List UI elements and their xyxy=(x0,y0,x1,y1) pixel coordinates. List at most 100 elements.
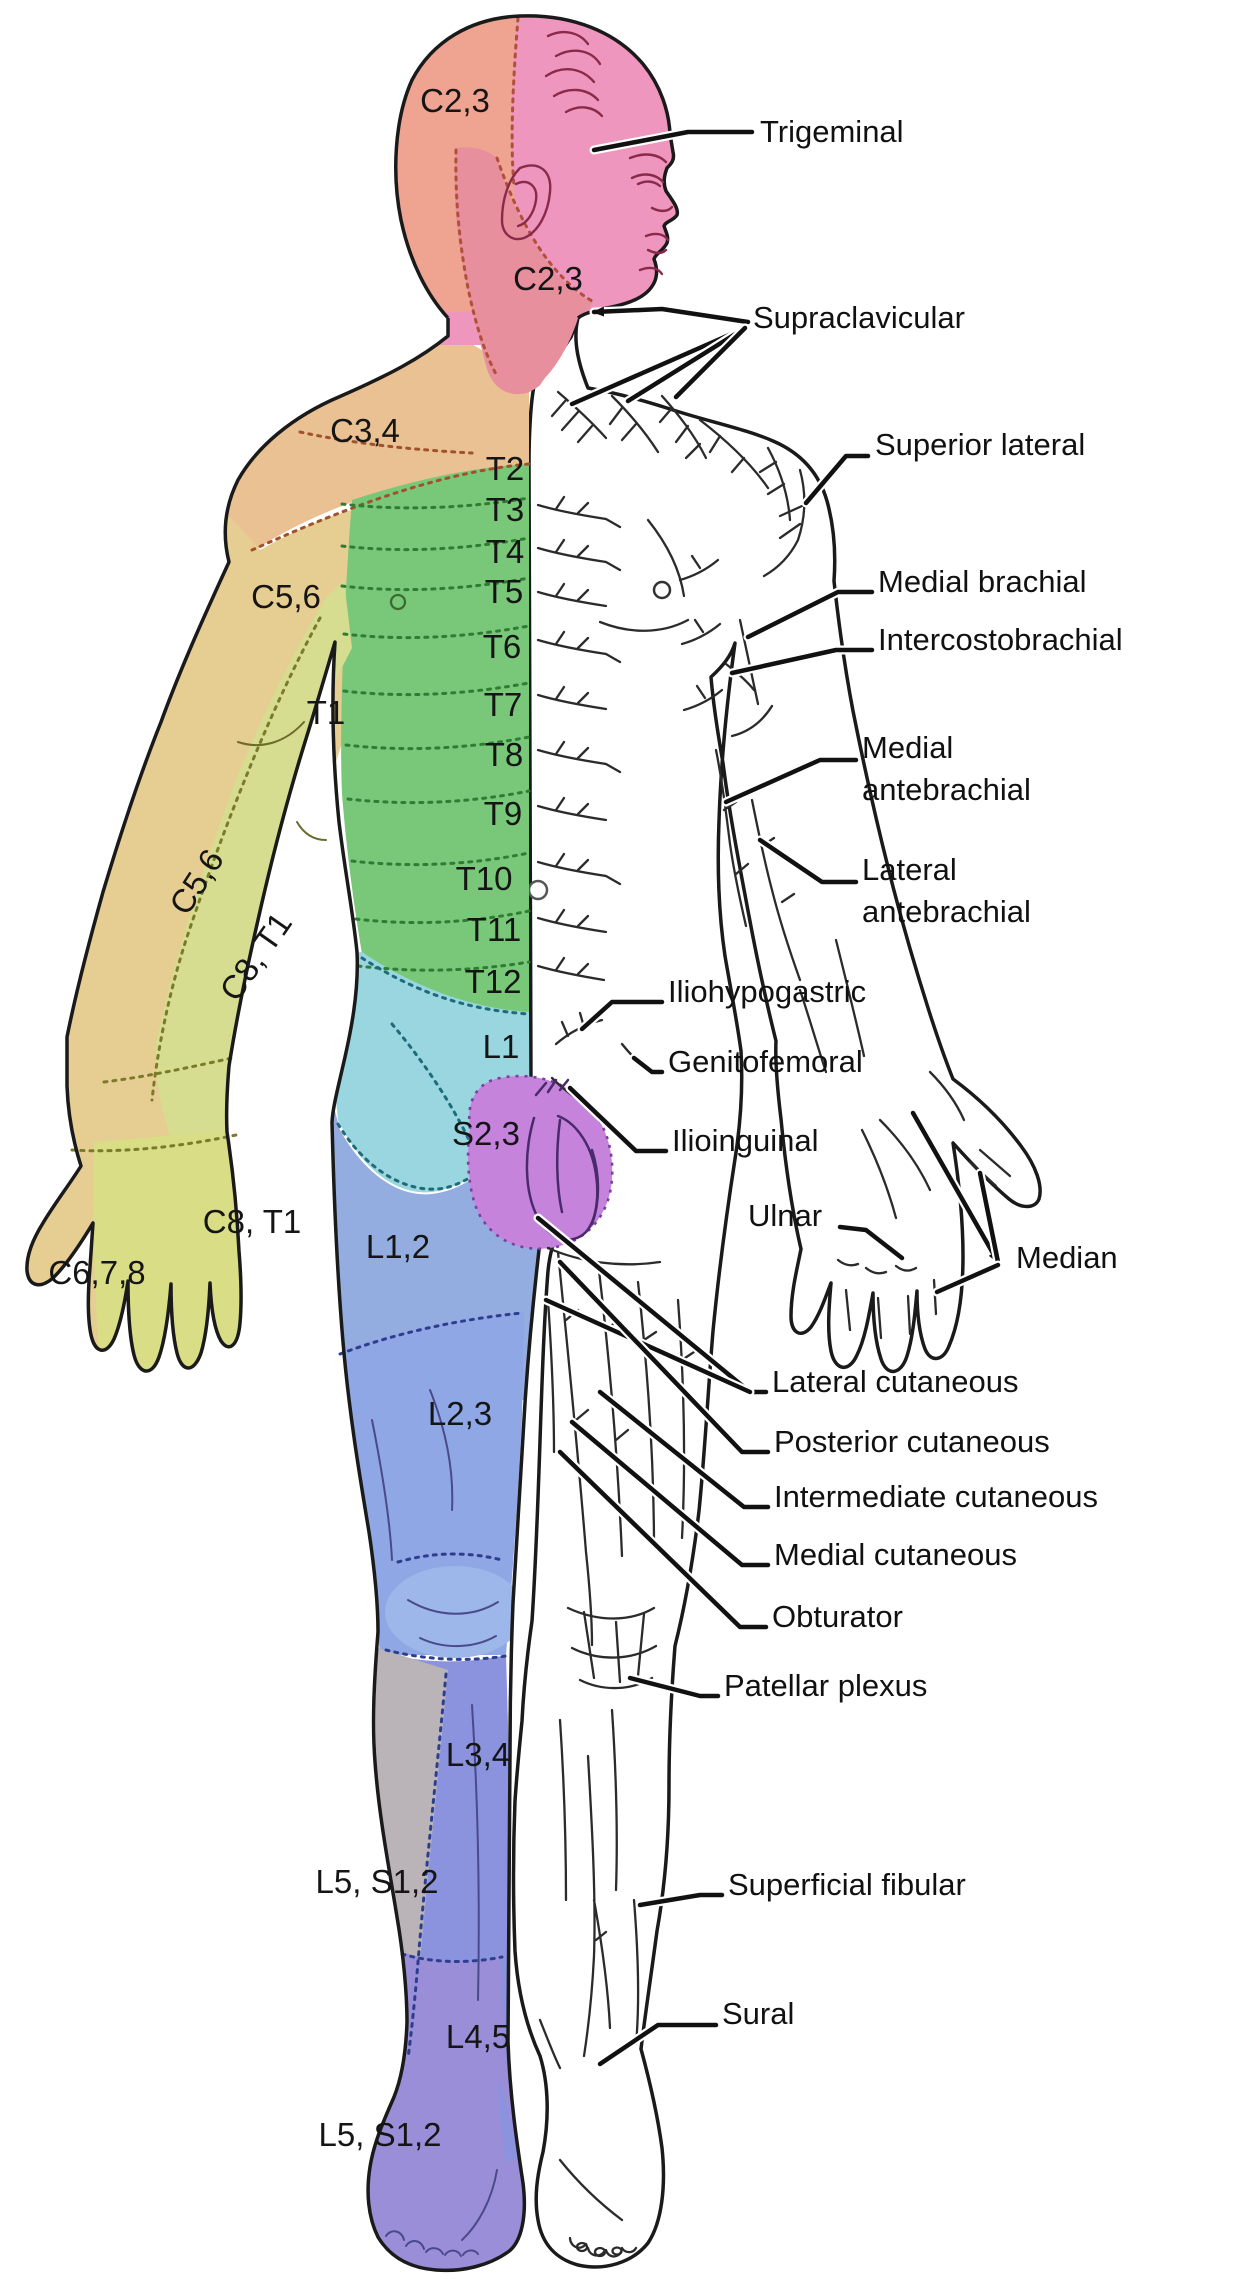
leader-lateral-antebrachial-0 xyxy=(757,837,859,885)
leader-supraclavicular-0 xyxy=(591,306,751,325)
nerve-label-posterior-cutaneous: Posterior cutaneous xyxy=(774,1424,1050,1459)
dermatome-label-t3: T3 xyxy=(486,491,525,528)
nose-line xyxy=(650,205,674,213)
body-right-half xyxy=(511,316,1042,2269)
eye-line xyxy=(630,173,665,188)
labels: C2,3C2,3C3,4C5,6T1T2T3T4T5T6T7T8T9T10T11… xyxy=(48,82,1122,2153)
leader-iliohypogastric-0 xyxy=(579,999,665,1032)
leader-genitofemoral-0 xyxy=(631,1055,665,1075)
nerve-label-sural: Sural xyxy=(722,1996,794,2031)
nerve-label-ulnar: Ulnar xyxy=(748,1198,822,1233)
leader-supraclavicular-2 xyxy=(625,325,748,404)
leader-ulnar-0 xyxy=(837,1224,905,1261)
mouth-line xyxy=(644,232,670,255)
dermatome-label-c56-shoulder: C5,6 xyxy=(251,578,321,615)
dermatome-label-l12: L1,2 xyxy=(366,1228,430,1265)
dermatome-label-t11: T11 xyxy=(467,911,521,948)
dermatome-label-t2: T2 xyxy=(486,450,525,487)
region-c8t1-strip xyxy=(155,580,352,1142)
nerve-label-medial-antebrachial-line2: antebrachial xyxy=(862,772,1031,807)
dermatome-label-t10: T10 xyxy=(456,860,513,897)
navel xyxy=(527,879,549,901)
leader-sural-0 xyxy=(597,2022,719,2067)
dermatome-label-c8t1-hand: C8, T1 xyxy=(203,1203,301,1240)
dermatome-label-t6: T6 xyxy=(483,628,522,665)
nerve-sketch-lines xyxy=(536,390,1012,2258)
dermatome-boundaries xyxy=(70,16,594,2060)
leader-lateral-cutaneous-1 xyxy=(543,1297,753,1395)
dermatome-label-l1: L1 xyxy=(483,1028,520,1065)
leader-obturator-0 xyxy=(557,1449,769,1630)
leader-superficial-fibular-0 xyxy=(637,1892,725,1908)
leader-patellar-plexus-0 xyxy=(627,1675,721,1699)
leader-median-0 xyxy=(910,1110,1001,1265)
leader-medial-cutaneous-0 xyxy=(569,1419,771,1568)
nerve-label-genitofemoral: Genitofemoral xyxy=(668,1044,863,1079)
leader-posterior-cutaneous-0 xyxy=(557,1259,771,1455)
dermatome-label-l5s12-calf: L5, S1,2 xyxy=(316,1863,439,1900)
leader-medial-brachial-0 xyxy=(745,589,875,640)
nerve-label-ilioinguinal: Ilioinguinal xyxy=(672,1123,819,1158)
leader-lines xyxy=(533,127,1003,2069)
nerve-label-lateral-cutaneous: Lateral cutaneous xyxy=(772,1364,1018,1399)
nerve-label-lateral-antebrachial: Lateral xyxy=(862,852,957,887)
nipple-right xyxy=(652,580,672,600)
nerve-label-lateral-antebrachial-line2: antebrachial xyxy=(862,894,1031,929)
dermatome-label-t7: T7 xyxy=(484,686,523,723)
eyebrow-line xyxy=(628,153,668,164)
nerve-label-intercostobrachial: Intercostobrachial xyxy=(878,622,1123,657)
leader-ilioinguinal-0 xyxy=(567,1085,669,1154)
nerve-label-medial-brachial: Medial brachial xyxy=(878,564,1087,599)
dermatome-label-l45: L4,5 xyxy=(446,2018,510,2055)
dermatome-label-l23: L2,3 xyxy=(428,1395,492,1432)
nerve-label-intermediate-cutaneous: Intermediate cutaneous xyxy=(774,1479,1098,1514)
leader-supraclavicular-1 xyxy=(569,325,748,407)
leader-median-2 xyxy=(934,1262,1001,1295)
leader-trigeminal-0 xyxy=(591,129,755,153)
dermatome-label-t1: T1 xyxy=(307,694,346,731)
leader-supraclavicular-3 xyxy=(673,325,748,400)
region-knee xyxy=(385,1566,525,1658)
body-left-outline xyxy=(25,14,680,2273)
region-chest-green xyxy=(341,464,529,1016)
region-neck-c23 xyxy=(454,147,593,395)
dermatome-label-t5: T5 xyxy=(485,573,524,610)
region-l34-ankle-sliver xyxy=(498,2082,517,2162)
hair-sketch xyxy=(544,30,604,118)
leader-medial-antebrachial-0 xyxy=(723,757,859,805)
dermatome-label-t4: T4 xyxy=(486,533,525,570)
dermatome-label-l34: L3,4 xyxy=(446,1736,510,1773)
dermatome-label-t8: T8 xyxy=(485,736,524,773)
body-right-outline xyxy=(511,316,1042,2269)
nerve-label-superficial-fibular: Superficial fibular xyxy=(728,1867,966,1902)
dermatome-label-s23: S2,3 xyxy=(452,1115,520,1152)
leader-intercostobrachial-0 xyxy=(729,647,875,676)
nerve-label-supraclavicular: Supraclavicular xyxy=(753,300,965,335)
nerve-label-superior-lateral: Superior lateral xyxy=(875,427,1085,462)
nerve-label-trigeminal: Trigeminal xyxy=(760,114,904,149)
ear-outline xyxy=(500,164,552,241)
dermatome-label-c23-scalp: C2,3 xyxy=(420,82,490,119)
face-features xyxy=(500,30,674,276)
region-s23 xyxy=(466,1074,614,1251)
nerve-label-iliohypogastric: Iliohypogastric xyxy=(668,974,866,1009)
nerve-label-medial-cutaneous: Medial cutaneous xyxy=(774,1537,1017,1572)
leader-superior-lateral-0 xyxy=(803,453,871,506)
leader-median-1 xyxy=(977,1170,1001,1265)
dermatome-label-c678-hand: C6,7,8 xyxy=(48,1254,145,1291)
nerve-label-patellar-plexus: Patellar plexus xyxy=(724,1668,927,1703)
leader-intermediate-cutaneous-0 xyxy=(597,1389,771,1510)
dermatome-label-c34: C3,4 xyxy=(330,412,400,449)
nerve-label-obturator: Obturator xyxy=(772,1599,903,1634)
nerve-label-medial-antebrachial: Medial xyxy=(862,730,953,765)
genital-sketch xyxy=(525,1078,600,1241)
nipple-left xyxy=(389,593,407,611)
chin-line xyxy=(638,266,664,276)
nerve-label-median: Median xyxy=(1016,1240,1118,1275)
left-side-sketch xyxy=(237,593,499,2257)
dermatome-label-c23-neck: C2,3 xyxy=(513,260,583,297)
dermatome-label-l5s12-foot: L5, S1,2 xyxy=(319,2116,442,2153)
dermatome-label-t12: T12 xyxy=(465,963,522,1000)
